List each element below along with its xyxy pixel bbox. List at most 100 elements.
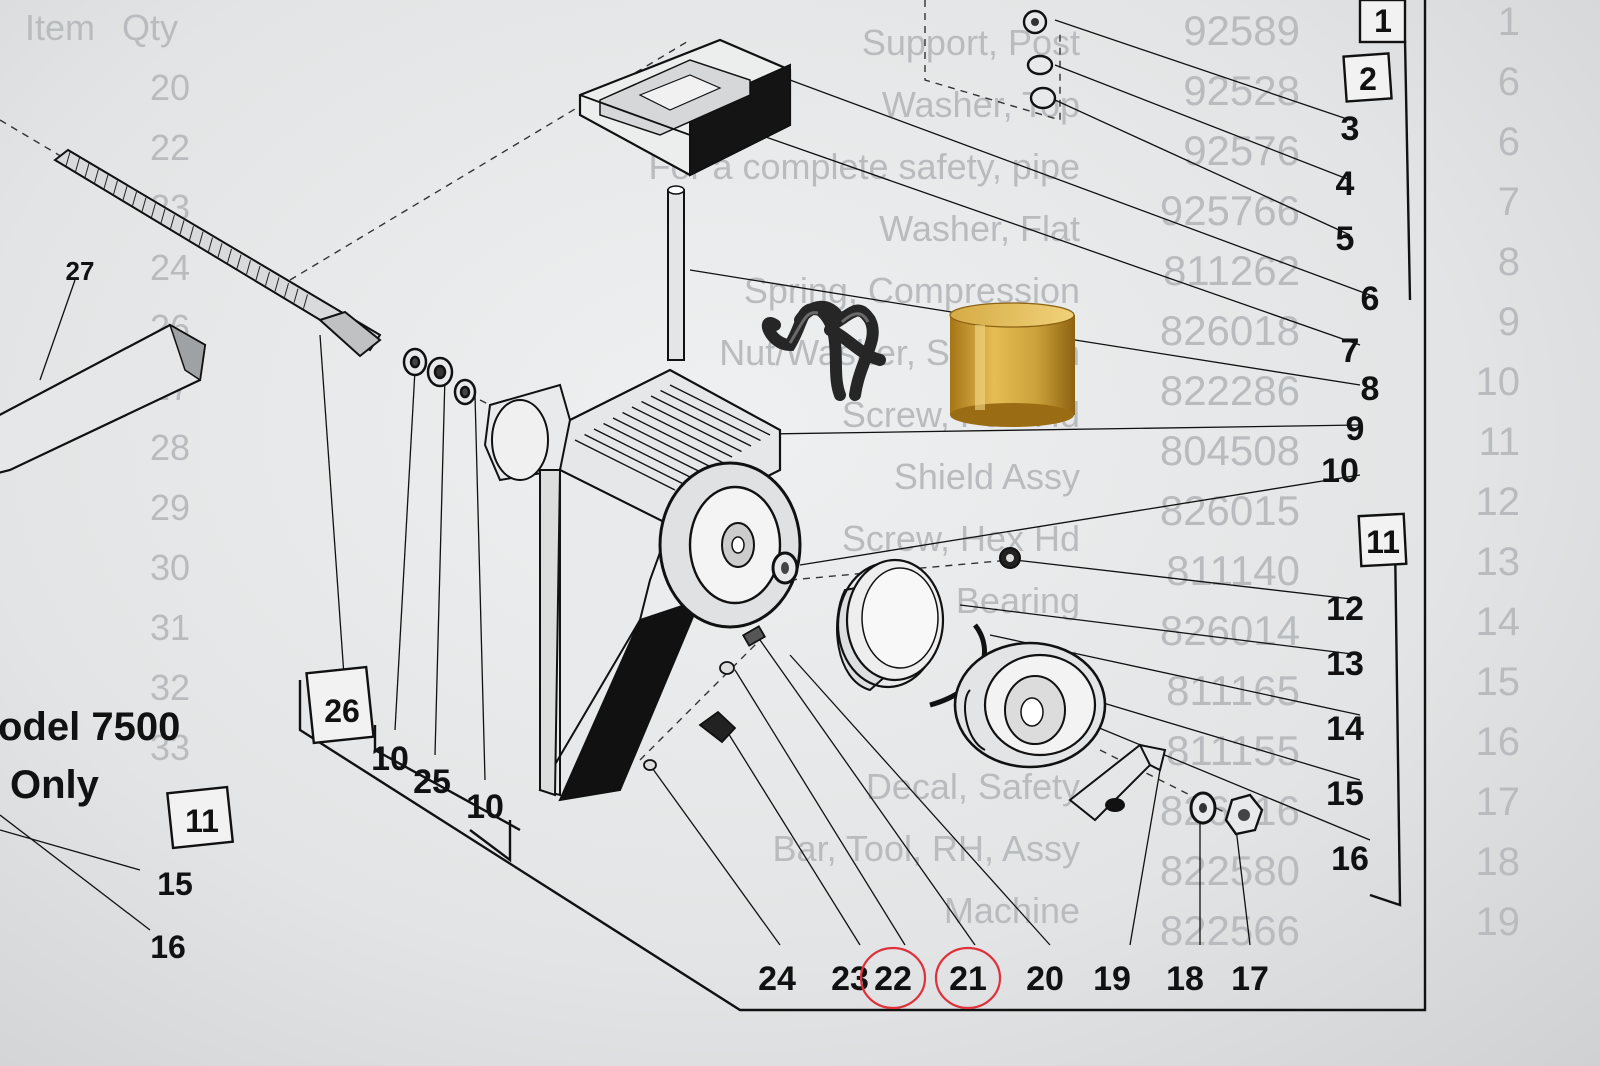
part-number-3: 3	[1341, 110, 1360, 148]
ghost-left-11: 31	[150, 607, 190, 648]
washers-set	[402, 347, 477, 406]
compression-spring-photo	[761, 300, 886, 401]
part-number-4: 4	[1336, 165, 1355, 203]
ghost-right-14: 18	[1476, 840, 1521, 884]
main-bracket-casting	[483, 368, 802, 802]
ghost-right-13: 17	[1476, 780, 1521, 824]
ghost-middle-11: 811165	[1166, 667, 1300, 714]
ghost-left-1: Qty	[122, 7, 178, 48]
part-number-21: 21	[949, 960, 987, 998]
ghost-right-12: 16	[1476, 720, 1521, 764]
set-screws	[643, 625, 767, 771]
ghost-middle-1: 92528	[1183, 67, 1300, 114]
ghost-desc-7: Shield Assy	[894, 456, 1080, 497]
part-number-10-left-1: 10	[371, 740, 409, 778]
ghost-middle-4: 811262	[1163, 247, 1300, 294]
ghost-left-13: 33	[150, 727, 190, 768]
part-number-15: 15	[1326, 775, 1364, 813]
boxed-number-1-1: 1	[1374, 3, 1392, 39]
part-number-27: 27	[66, 256, 95, 286]
ghost-middle-10: 826014	[1160, 607, 1300, 654]
ghost-right-5: 9	[1498, 300, 1520, 344]
ghost-middle-15: 822566	[1160, 907, 1300, 954]
ghost-desc-12: Decal, Safety	[866, 766, 1080, 807]
part-number-15-lower-left: 15	[157, 866, 193, 902]
ghost-left-3: 22	[150, 127, 190, 168]
ghost-left-9: 29	[150, 487, 190, 528]
ghost-left-2: 20	[150, 67, 190, 108]
bracket-lines	[298, 0, 1427, 1012]
ghost-middle-5: 826018	[1160, 307, 1300, 354]
ghost-left-8: 28	[150, 427, 190, 468]
part-number-7: 7	[1341, 332, 1360, 370]
number-boxes	[166, 0, 1408, 850]
ghost-middle-0: 92589	[1183, 7, 1300, 54]
threaded-rod-part-27	[53, 148, 382, 358]
ghost-right-6: 10	[1476, 360, 1521, 404]
ghost-right-3: 7	[1498, 180, 1520, 224]
boxed-number-26-4: 26	[324, 693, 360, 729]
ghost-left-5: 24	[150, 247, 190, 288]
ghost-middle-12: 811155	[1166, 727, 1300, 774]
boxed-number-2-2: 2	[1359, 61, 1377, 97]
model-note-line-1: odel 7500	[0, 705, 180, 749]
tool-bar	[0, 323, 207, 474]
top-block-housing	[578, 38, 792, 177]
part-number-17: 17	[1231, 960, 1269, 998]
part-number-12: 12	[1326, 590, 1364, 628]
part-number-19: 19	[1093, 960, 1131, 998]
vertical-pin	[667, 185, 685, 361]
part-number-6: 6	[1361, 280, 1380, 318]
part-number-20: 20	[1026, 960, 1064, 998]
part-number-13: 13	[1326, 645, 1364, 683]
ghost-middle-9: 811140	[1166, 547, 1300, 594]
washer-part-10	[771, 551, 799, 585]
ghost-right-15: 19	[1476, 900, 1521, 944]
model-note-line-2: Only	[10, 763, 100, 807]
ghost-middle-7: 804508	[1160, 427, 1300, 474]
tool-part-19	[1068, 743, 1167, 822]
ghost-right-2: 6	[1498, 120, 1520, 164]
ghost-left-12: 32	[150, 667, 190, 708]
part-number-16: 16	[1331, 840, 1369, 878]
spring-highlight	[788, 311, 870, 344]
ghost-right-10: 14	[1476, 600, 1521, 644]
ghost-desc-13: Bar, Tool, RH, Assy	[773, 828, 1080, 869]
leader-lines	[0, 19, 1371, 946]
ghost-right-4: 8	[1498, 240, 1520, 284]
boxed-number-11-5: 11	[185, 803, 219, 839]
shield-ring-part-13	[836, 558, 945, 692]
part-number-22: 22	[874, 960, 912, 998]
ghost-desc-3: Washer, Flat	[879, 208, 1080, 249]
ghost-right-8: 12	[1476, 480, 1521, 524]
part-number-18: 18	[1166, 960, 1204, 998]
show-through-text: 1667891011121314151617181992589925289257…	[25, 0, 1520, 954]
ghost-left-0: Item	[25, 7, 95, 48]
part-number-10: 10	[1321, 452, 1359, 490]
ghost-right-11: 15	[1476, 660, 1521, 704]
part-number-10-left-2: 10	[466, 788, 504, 826]
part-number-8: 8	[1361, 370, 1380, 408]
part-number-25: 25	[413, 763, 451, 801]
ghost-middle-2: 92576	[1183, 127, 1300, 174]
small-hardware	[999, 9, 1264, 836]
part-number-16-lower-left: 16	[150, 929, 186, 965]
ghost-right-9: 13	[1476, 540, 1521, 584]
part-number-24: 24	[758, 960, 796, 998]
part-number-9: 9	[1346, 410, 1365, 448]
part-number-5: 5	[1336, 220, 1355, 258]
part-number-14: 14	[1326, 710, 1364, 748]
ghost-middle-14: 822580	[1160, 847, 1300, 894]
ghost-middle-6: 822286	[1160, 367, 1300, 414]
ghost-left-10: 30	[150, 547, 190, 588]
ghost-middle-8: 826015	[1160, 487, 1300, 534]
ghost-right-0: 1	[1498, 0, 1520, 44]
boxed-number-11-3: 11	[1366, 524, 1400, 560]
brass-bushing-photo	[949, 302, 1075, 427]
red-circle-22	[859, 946, 927, 1010]
ghost-desc-14: Machine	[944, 890, 1080, 931]
red-circle-21	[934, 946, 1002, 1010]
ghost-middle-3: 925766	[1160, 187, 1300, 234]
